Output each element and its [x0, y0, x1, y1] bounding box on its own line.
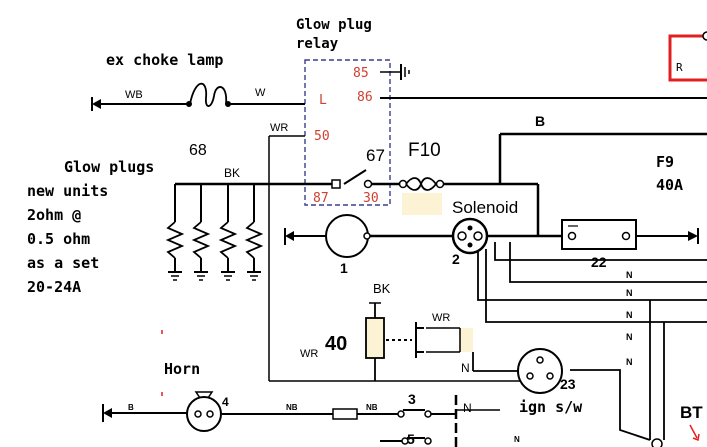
svg-text:N: N [626, 310, 633, 320]
label-67: 67 [366, 146, 385, 165]
bt-label: BT [680, 403, 703, 422]
starter-motor-1 [325, 214, 371, 258]
svg-text:N: N [626, 270, 633, 280]
ign-sw-label: ign s/w [519, 398, 583, 416]
relay-pin-86: 86 [357, 90, 373, 105]
label-1: 1 [340, 260, 348, 276]
ground-symbol-choke [91, 97, 101, 111]
glow-plugs-text-6: 20-24A [27, 278, 81, 296]
component-40 [365, 317, 385, 359]
glow-plugs-text-1: Glow plugs [64, 158, 154, 176]
svg-text:N: N [626, 332, 633, 342]
glow-plugs-text-5: as a set [27, 254, 99, 272]
svg-text:N: N [514, 435, 520, 444]
component-22 [561, 219, 637, 250]
svg-text:N: N [626, 288, 633, 298]
glow-plug-2 [191, 184, 211, 281]
ground-symbol-horn [102, 404, 112, 422]
svg-text:N: N [626, 357, 633, 367]
solenoid-label: Solenoid [452, 198, 518, 217]
ignition-switch-23 [517, 348, 563, 394]
label-2: 2 [452, 251, 460, 267]
wire-w-label: W [255, 87, 266, 99]
relay-title-2: relay [296, 36, 339, 52]
relay-title-1: Glow plug [296, 17, 372, 33]
bt-arrow [689, 424, 698, 439]
glow-plug-1 [165, 184, 185, 281]
label-23: 23 [560, 376, 576, 392]
label-22: 22 [591, 254, 607, 270]
switch-5 [380, 437, 432, 445]
glow-plugs-text-2: new units [27, 182, 108, 200]
resistor-horn [332, 408, 358, 420]
label-f9: F9 [656, 153, 674, 171]
relay-pin-50: 50 [314, 129, 330, 144]
choke-lamp-label: ex choke lamp [106, 51, 223, 69]
n-low-label: N [463, 401, 472, 415]
n-mid-label: N [461, 361, 470, 375]
wr-left-label: WR [300, 348, 318, 360]
svg-text:NB: NB [366, 403, 378, 412]
wire-b-label: B [535, 113, 545, 129]
relay-switch-contact [331, 169, 373, 189]
relay-pin-l: L [319, 93, 327, 108]
highlight-f10 [402, 193, 442, 215]
red-component-box: R [668, 31, 707, 82]
glow-plugs-text-3: 2ohm @ [27, 206, 81, 224]
arrow-right-22 [688, 228, 699, 244]
wr-right-label: WR [432, 312, 450, 324]
solenoid-2 [451, 217, 489, 255]
glow-plug-4 [244, 184, 264, 281]
label-3: 3 [408, 391, 416, 407]
horn-4 [186, 391, 222, 432]
horn-label: Horn [164, 360, 200, 378]
label-40: 40 [325, 333, 347, 355]
relay-pin-30: 30 [363, 191, 379, 206]
fuse-f10 [398, 177, 445, 191]
label-5: 5 [407, 431, 415, 447]
label-68: 68 [189, 142, 207, 159]
ground-symbol-starter [284, 228, 294, 245]
wire-bk-top-label: BK [224, 166, 240, 180]
label-f10: F10 [408, 140, 441, 161]
glow-plugs-text-4: 0.5 ohm [27, 230, 90, 248]
relay-pin-87: 87 [313, 191, 329, 206]
glow-plug-relay-box [304, 59, 391, 206]
svg-text:B: B [128, 403, 134, 412]
wire-r-label: R [676, 61, 683, 74]
wire-wr-top-label: WR [270, 122, 288, 134]
wire-wb-label: WB [125, 89, 143, 101]
switch-3 [397, 409, 432, 418]
ground-symbol-relay [400, 64, 410, 80]
relay-pin-85: 85 [353, 66, 369, 81]
choke-lamp-symbol [186, 82, 231, 107]
glow-plug-3 [218, 184, 238, 281]
bk-mid-label: BK [373, 281, 391, 296]
svg-text:NB: NB [286, 403, 298, 412]
label-f9-amp: 40A [656, 176, 683, 194]
highlight-n [459, 328, 473, 352]
label-4: 4 [222, 395, 229, 409]
